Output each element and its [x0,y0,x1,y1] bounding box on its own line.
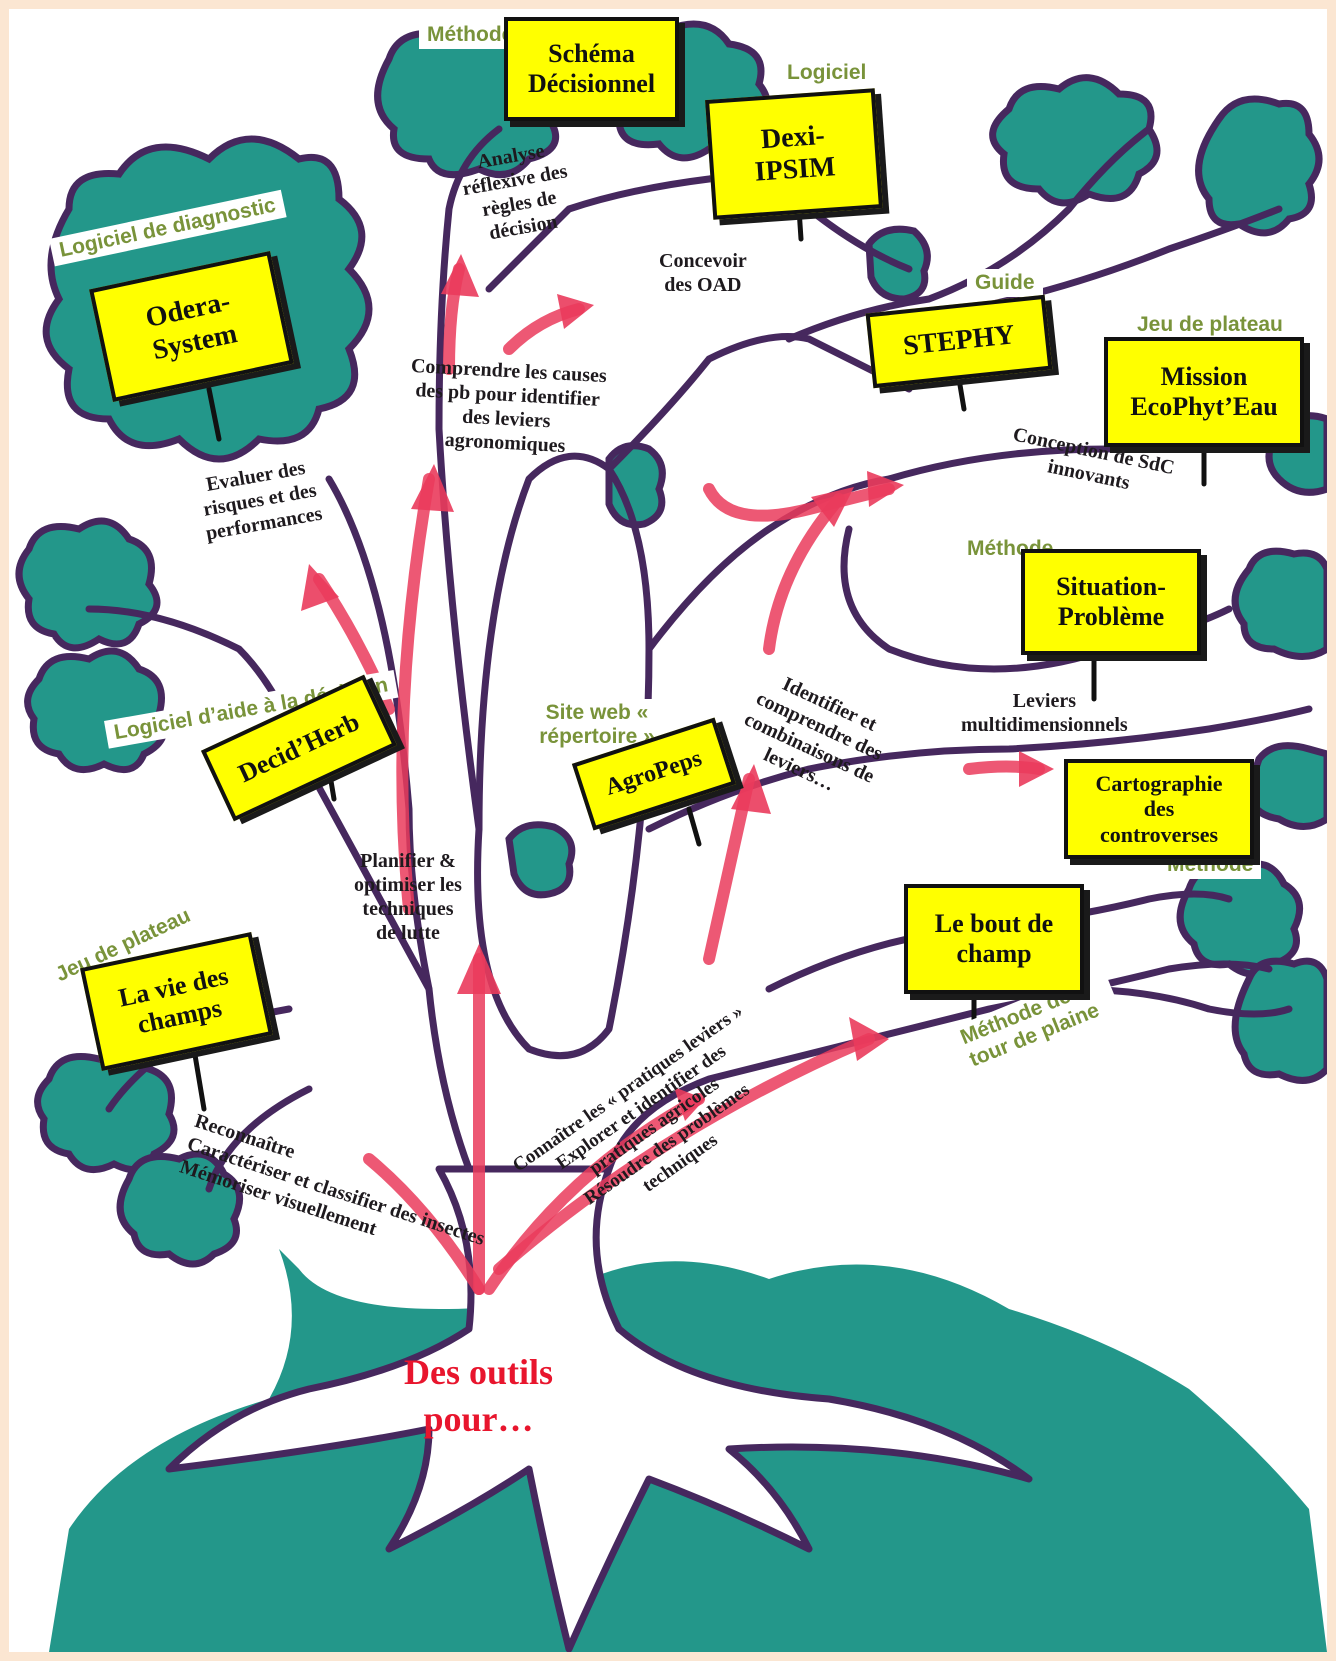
trunk-shape [165,1165,1033,1652]
tag-stephy: Guide [967,269,1043,298]
foliage-clumps [15,20,1327,1268]
tag-mission: Jeu de plateau [1129,311,1291,340]
sign-situation-probleme: Situation-Problème [1021,549,1201,655]
tree-diagram: Méthode Logiciel Logiciel de diagnostic … [9,9,1327,1652]
sign-dexi-ipsim: Dexi-IPSIM [705,88,883,220]
tag-dexi: Logiciel [779,59,875,88]
tree-illustration [15,20,1327,1652]
arrow-heads [301,254,1054,1121]
